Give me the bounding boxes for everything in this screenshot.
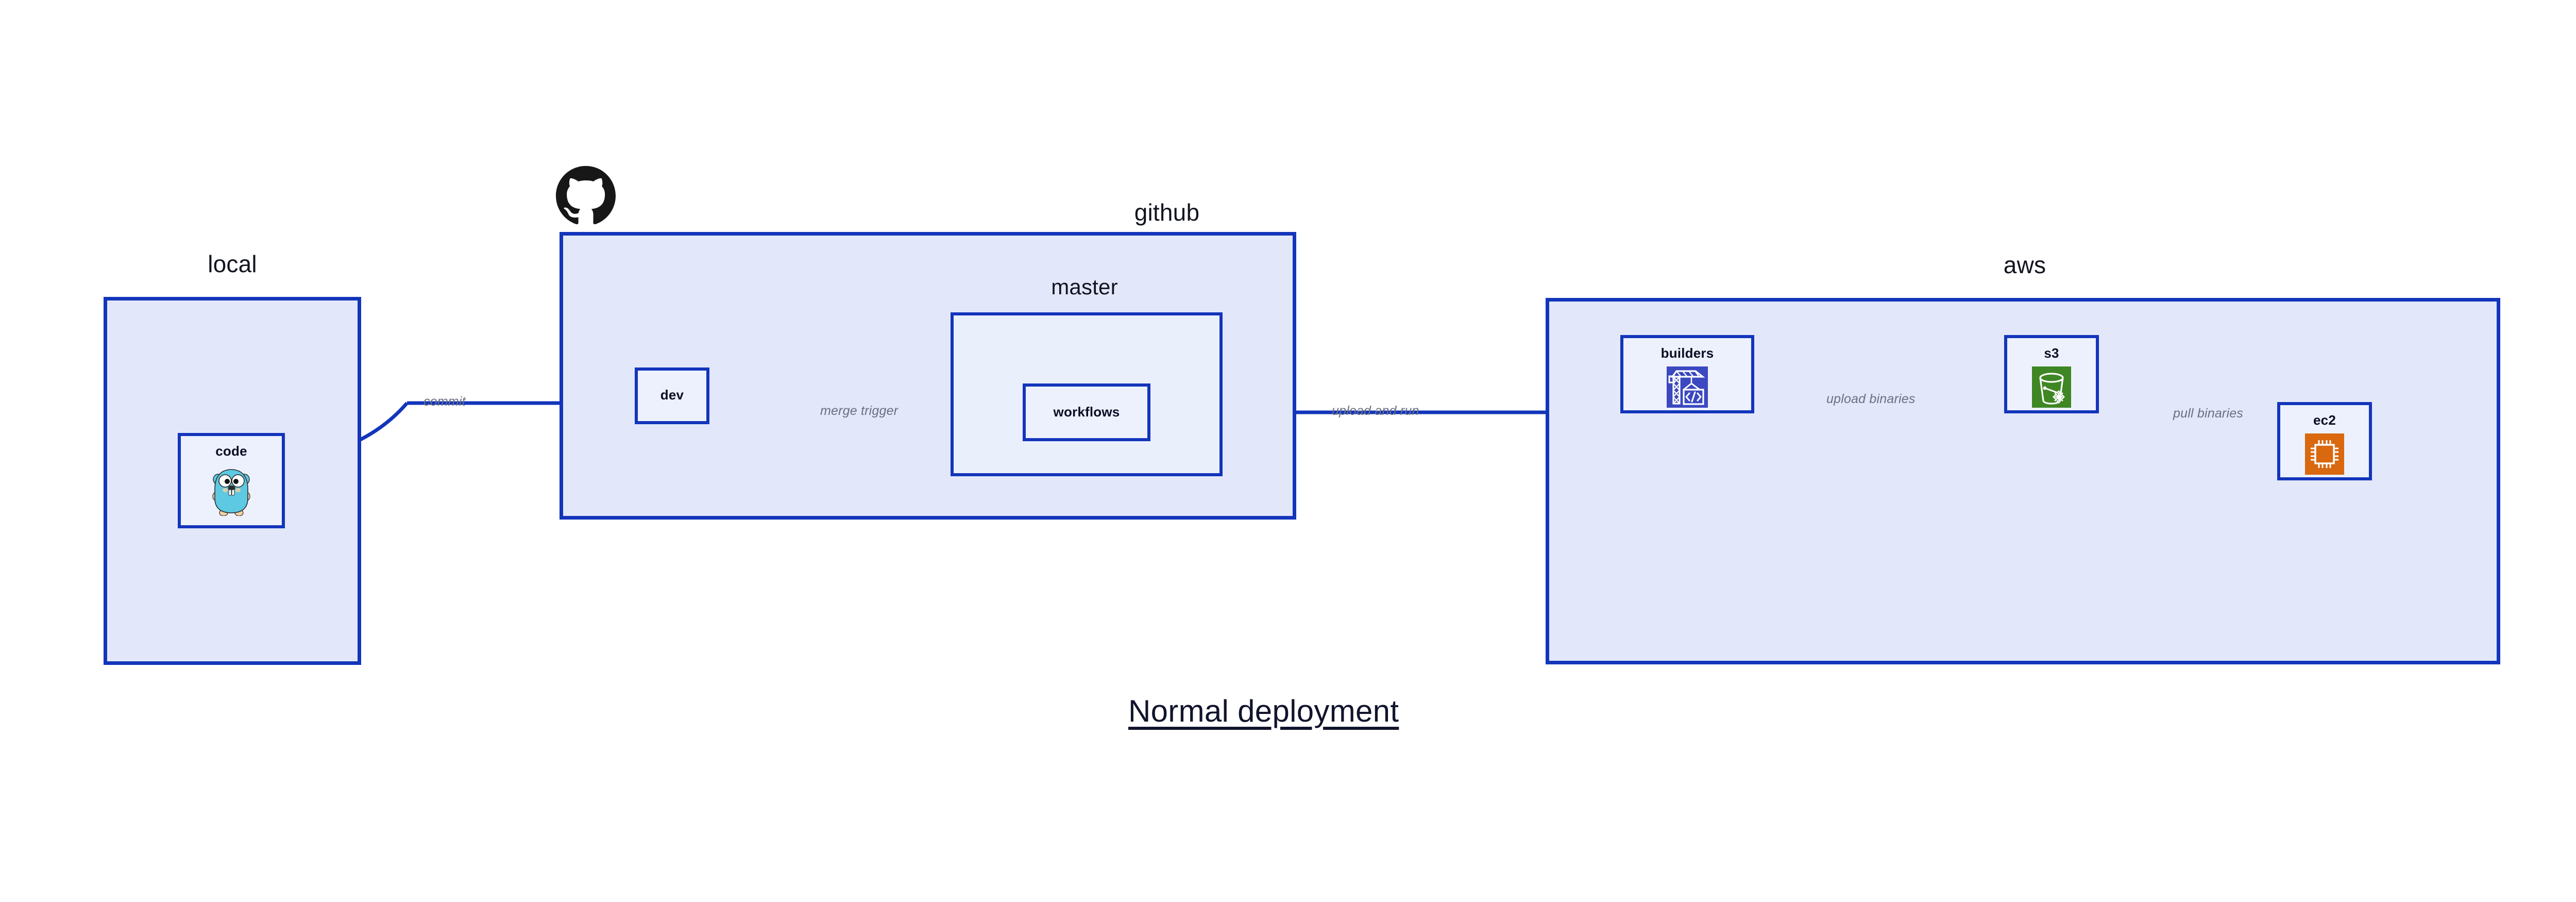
s3-bucket-icon bbox=[2032, 366, 2071, 408]
group-label-aws: aws bbox=[2003, 252, 2046, 278]
node-s3[interactable]: s3 bbox=[2004, 335, 2099, 413]
node-workflows[interactable]: workflows bbox=[1023, 383, 1150, 441]
edge-label-pull-binaries: pull binaries bbox=[2173, 406, 2244, 421]
cpu-chip-icon bbox=[2305, 433, 2344, 475]
edge-label-upload-and-run: upload and run bbox=[1332, 404, 1419, 418]
node-label-builders: builders bbox=[1660, 345, 1714, 361]
crane-code-icon bbox=[1667, 366, 1708, 408]
node-builders[interactable]: builders bbox=[1620, 335, 1754, 413]
node-label-workflows: workflows bbox=[1053, 404, 1120, 420]
subgroup-label-master: master bbox=[1051, 275, 1118, 299]
go-gopher-icon bbox=[211, 466, 251, 516]
github-octocat-icon bbox=[555, 166, 616, 226]
page-title: Normal deployment bbox=[1128, 694, 1399, 728]
group-label-local: local bbox=[208, 250, 257, 277]
group-label-github: github bbox=[1134, 199, 1200, 226]
node-label-ec2: ec2 bbox=[2313, 412, 2336, 428]
group-local bbox=[104, 297, 361, 665]
edge-label-upload-binaries: upload binaries bbox=[1826, 392, 1916, 406]
node-label-code: code bbox=[215, 443, 247, 459]
node-label-dev: dev bbox=[660, 387, 684, 403]
edge-label-merge-trigger: merge trigger bbox=[820, 404, 899, 418]
node-ec2[interactable]: ec2 bbox=[2277, 402, 2372, 480]
node-label-s3: s3 bbox=[2044, 345, 2059, 361]
edge-label-commit: commit bbox=[423, 394, 466, 409]
node-dev[interactable]: dev bbox=[635, 368, 709, 424]
node-code[interactable]: code bbox=[178, 433, 285, 528]
